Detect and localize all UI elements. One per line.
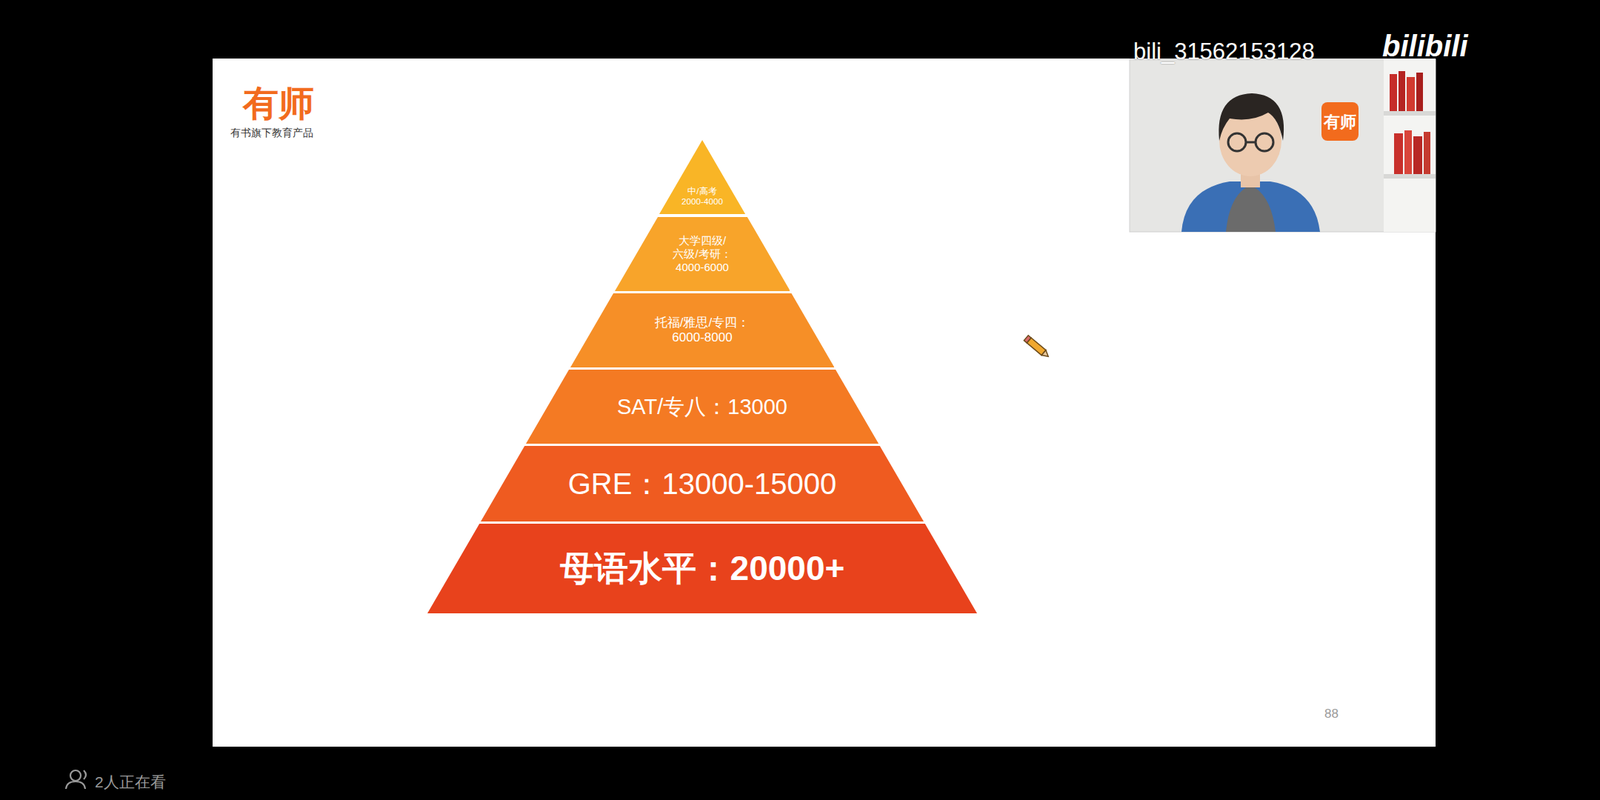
user-watermark: bili_31562153128	[1133, 38, 1315, 66]
band-fill	[570, 293, 835, 368]
pencil-cursor	[1023, 335, 1051, 360]
band-fill	[480, 445, 924, 522]
band-text: 中/高考 2000-4000	[677, 185, 727, 207]
pyramid-band: 母语水平：20000+	[427, 523, 978, 614]
webcam-overlay	[1129, 59, 1436, 232]
band-text: 托福/雅思/专四： 6000-8000	[646, 315, 758, 346]
band-text: 大学四级/ 六级/考研： 4000-6000	[670, 234, 735, 275]
pyramid-band: GRE：13000-15000	[480, 445, 924, 522]
band-fill	[427, 523, 978, 614]
bilibili-logo: bilibili	[1382, 29, 1469, 63]
band-text: GRE：13000-15000	[568, 465, 837, 502]
brand-subtitle: 有书旗下教育产品	[230, 126, 314, 140]
pyramid-band: 中/高考 2000-4000	[659, 140, 746, 215]
viewer-count: 2人正在看	[94, 771, 166, 793]
band-fill	[659, 140, 746, 215]
page-number: 88	[1324, 706, 1339, 722]
pyramid-band: SAT/专八：13000	[525, 369, 879, 444]
viewer-icon	[65, 770, 86, 789]
band-fill	[525, 369, 879, 444]
pyramid-band: 大学四级/ 六级/考研： 4000-6000	[614, 217, 791, 292]
pyramid-band: 托福/雅思/专四： 6000-8000	[570, 293, 835, 368]
band-text: SAT/专八：13000	[617, 394, 788, 420]
badge-logo: 有师	[1322, 111, 1358, 134]
brand-logo: 有师	[242, 80, 315, 128]
band-fill	[614, 217, 791, 292]
band-text: 母语水平：20000+	[560, 548, 846, 589]
